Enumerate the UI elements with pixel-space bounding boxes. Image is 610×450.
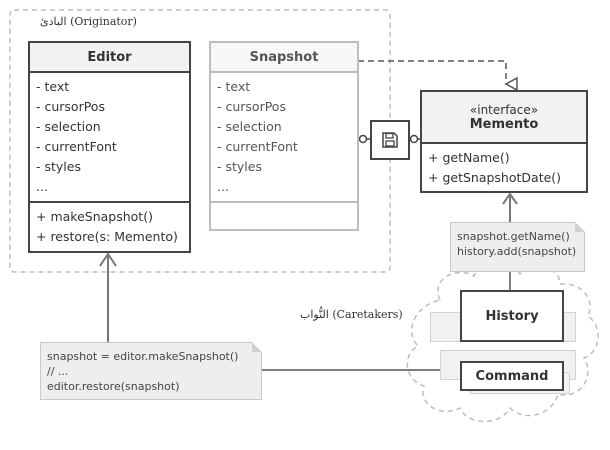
snapshot-field: - selection (217, 119, 282, 134)
snapshot-field: ... (217, 179, 229, 194)
snapshot-class-title: Snapshot (211, 43, 357, 73)
editor-field: - currentFont (36, 139, 117, 154)
editor-note-line-1: snapshot = editor.makeSnapshot() (47, 350, 239, 363)
originator-label: البادئ (Originator) (40, 15, 137, 28)
editor-note-line-2: // ... (47, 365, 69, 378)
command-class: Command (460, 361, 564, 391)
snapshot-field: - cursorPos (217, 99, 286, 114)
snapshot-class: Snapshot - text - cursorPos - selection … (209, 41, 359, 231)
history-note-line-1: snapshot.getName() (457, 230, 570, 243)
editor-method: + restore(s: Memento) (36, 229, 178, 244)
editor-methods: + makeSnapshot() + restore(s: Memento) (30, 201, 189, 251)
snapshot-methods (211, 201, 357, 227)
memento-header: «interface» Memento (422, 92, 586, 144)
memento-method: + getSnapshotDate() (428, 170, 562, 185)
snapshot-nesting-box (370, 120, 410, 160)
history-note: snapshot.getName() history.add(snapshot) (450, 222, 585, 272)
editor-field: - selection (36, 119, 101, 134)
editor-field: - styles (36, 159, 81, 174)
caretakers-label: النُّواب (Caretakers) (300, 308, 403, 321)
snapshot-fields: - text - cursorPos - selection - current… (211, 73, 357, 201)
history-note-line-2: history.add(snapshot) (457, 245, 577, 258)
editor-field: ... (36, 179, 48, 194)
editor-note: snapshot = editor.makeSnapshot() // ... … (40, 342, 262, 400)
memento-methods: + getName() + getSnapshotDate() (422, 144, 586, 192)
memento-stereotype: «interface» (469, 102, 539, 117)
snapshot-field: - text (217, 79, 251, 94)
editor-note-line-3: editor.restore(snapshot) (47, 380, 180, 393)
memento-interface: «interface» Memento + getName() + getSna… (420, 90, 588, 193)
snapshot-field: - currentFont (217, 139, 298, 154)
editor-field: - text (36, 79, 70, 94)
memento-method: + getName() (428, 150, 510, 165)
editor-field: - cursorPos (36, 99, 105, 114)
realization-line (358, 60, 506, 84)
editor-class: Editor - text - cursorPos - selection - … (28, 41, 191, 253)
editor-fields: - text - cursorPos - selection - current… (30, 73, 189, 201)
editor-method: + makeSnapshot() (36, 209, 153, 224)
history-class: History (460, 290, 564, 342)
snapshot-field: - styles (217, 159, 262, 174)
editor-class-title: Editor (30, 43, 189, 73)
memento-title: Memento (469, 116, 539, 132)
floppy-disk-icon (382, 132, 398, 148)
